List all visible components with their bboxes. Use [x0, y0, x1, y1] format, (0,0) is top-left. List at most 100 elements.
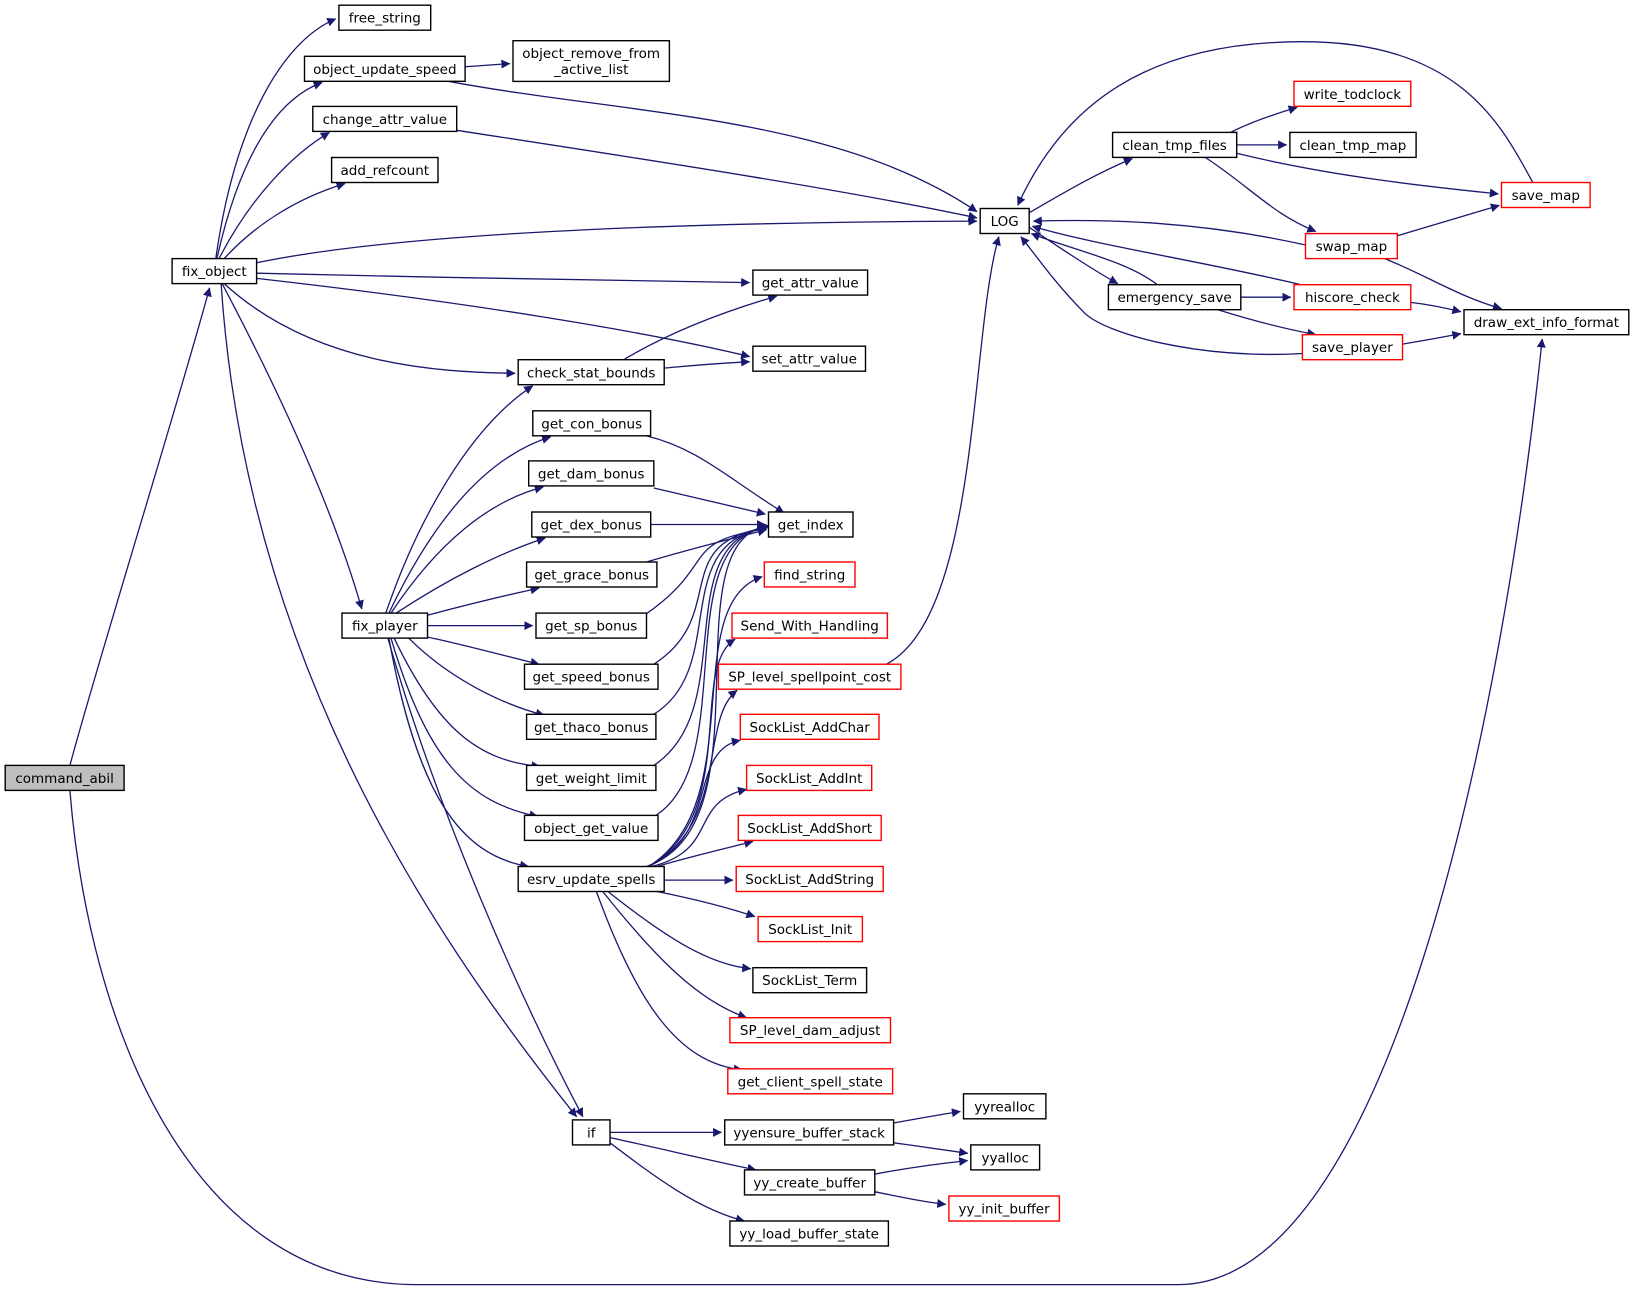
node-swap-map[interactable]: swap_map	[1304, 232, 1399, 260]
node-box	[962, 1093, 1047, 1120]
edge-get_speed_bonus-to-get_index	[653, 524, 768, 665]
node-save-map[interactable]: save_map	[1500, 181, 1591, 209]
node-box	[763, 561, 856, 588]
node-clean-tmp-map[interactable]: clean_tmp_map	[1289, 131, 1417, 159]
node-get-index[interactable]: get_index	[767, 511, 854, 538]
edge-command_abil-to-fix_object	[69, 287, 212, 766]
node-label: swap_map	[1316, 239, 1388, 255]
node-box	[312, 105, 458, 133]
node-box	[1463, 309, 1630, 336]
node-label: SockList_AddShort	[747, 821, 872, 837]
node-label: fix_object	[182, 264, 247, 280]
node-get-dex-bonus[interactable]: get_dex_bonus	[531, 511, 652, 538]
node-find-string[interactable]: find_string	[763, 561, 856, 588]
edge-object_update_speed-to-object_remove_from_active_list	[465, 59, 511, 69]
node-label: write_todclock	[1304, 87, 1402, 103]
node-sp-level-dam-adjust[interactable]: SP_level_dam_adjust	[729, 1017, 892, 1044]
edge-fix_player-to-object_get_value	[390, 638, 539, 820]
node-label: get_sp_bonus	[545, 619, 637, 635]
node-socklist-term[interactable]: SockList_Term	[752, 967, 868, 994]
edge-fix_object-to-get_attr_value	[256, 272, 751, 287]
node-box	[729, 1017, 892, 1044]
node-draw-ext-info-format[interactable]: draw_ext_info_format	[1463, 309, 1630, 336]
node-get-weight-limit[interactable]: get_weight_limit	[525, 764, 657, 792]
node-get-sp-bonus[interactable]: get_sp_bonus	[535, 612, 648, 639]
edge-clean_tmp_files-to-save_map	[1236, 152, 1499, 198]
node-label: object_update_speed	[313, 62, 456, 78]
node-box	[752, 967, 868, 994]
node-yyalloc[interactable]: yyalloc	[970, 1144, 1041, 1171]
node-box	[1107, 284, 1242, 311]
node-get-speed-bonus[interactable]: get_speed_bonus	[523, 663, 659, 690]
edge-command_abil-to-draw_ext_info_format	[69, 338, 1546, 1286]
edge-get_thaco_bonus-to-get_index	[653, 524, 768, 715]
node-box	[338, 4, 432, 31]
edge-yyensure_buffer_stack-to-yyrealloc	[893, 1108, 961, 1124]
node-get-thaco-bonus[interactable]: get_thaco_bonus	[525, 713, 657, 740]
node-socklist-addstring[interactable]: SockList_AddString	[735, 865, 884, 893]
node-sp-level-spellpoint-cost[interactable]: SP_level_spellpoint_cost	[717, 663, 902, 690]
node-object-update-speed[interactable]: object_update_speed	[303, 55, 466, 82]
edge-get_grace_bonus-to-get_index	[646, 527, 767, 563]
node-emergency-save[interactable]: emergency_save	[1107, 284, 1242, 311]
node-get-attr-value[interactable]: get_attr_value	[752, 269, 869, 296]
edge-object_get_value-to-get_index	[655, 523, 769, 816]
edge-clean_tmp_files-to-swap_map	[1205, 156, 1317, 233]
node-get-dam-bonus[interactable]: get_dam_bonus	[528, 460, 655, 487]
edge-esrv_update_spells-to-SockList_AddInt	[651, 786, 748, 868]
node-send-with-handling[interactable]: Send_With_Handling	[731, 612, 889, 639]
node-object-get-value[interactable]: object_get_value	[523, 814, 659, 842]
node-yyensure-buffer-stack[interactable]: yyensure_buffer_stack	[724, 1119, 895, 1146]
node-command-abil[interactable]: command_abil	[4, 764, 125, 792]
node-clean-tmp-files[interactable]: clean_tmp_files	[1111, 131, 1238, 159]
node-get-grace-bonus[interactable]: get_grace_bonus	[525, 561, 658, 588]
node-label: set_attr_value	[761, 352, 856, 368]
node-box	[717, 663, 902, 690]
node-label: yyrealloc	[974, 1099, 1035, 1115]
node-box	[523, 663, 659, 690]
node-if[interactable]: if	[571, 1119, 611, 1146]
node-yy-load-buffer-state[interactable]: yy_load_buffer_state	[729, 1220, 890, 1247]
node-hiscore-check[interactable]: hiscore_check	[1293, 284, 1412, 311]
node-yyrealloc[interactable]: yyrealloc	[962, 1093, 1047, 1120]
node-label: get_thaco_bonus	[534, 720, 648, 736]
node-box	[745, 764, 873, 792]
edge-clean_tmp_files-to-write_todclock	[1230, 105, 1298, 133]
edge-save_map-to-LOG	[1017, 41, 1534, 206]
node-yy-create-buffer[interactable]: yy_create_buffer	[743, 1169, 876, 1196]
edge-if-to-yy_create_buffer	[609, 1136, 757, 1173]
node-label: SockList_AddChar	[750, 720, 871, 736]
node-socklist-init[interactable]: SockList_Init	[757, 915, 864, 943]
node-socklist-addshort[interactable]: SockList_AddShort	[737, 814, 882, 842]
node-label: Send_With_Handling	[741, 619, 879, 635]
node-label: object_remove_from	[522, 46, 660, 62]
node-add-refcount[interactable]: add_refcount	[330, 156, 439, 184]
node-change-attr-value[interactable]: change_attr_value	[312, 105, 458, 133]
node-log[interactable]: LOG	[979, 207, 1030, 235]
node-write-todclock[interactable]: write_todclock	[1293, 80, 1412, 108]
node-box	[528, 460, 655, 487]
edge-LOG-to-clean_tmp_files	[1028, 157, 1133, 214]
node-box	[1289, 131, 1417, 159]
node-label: add_refcount	[341, 163, 430, 179]
node-esrv-update-spells[interactable]: esrv_update_spells	[517, 865, 665, 893]
node-get-client-spell-state[interactable]: get_client_spell_state	[727, 1068, 894, 1095]
node-check-stat-bounds[interactable]: check_stat_bounds	[517, 359, 665, 386]
node-get-con-bonus[interactable]: get_con_bonus	[532, 410, 652, 437]
node-socklist-addchar[interactable]: SockList_AddChar	[739, 713, 880, 740]
node-label: get_dam_bonus	[538, 466, 645, 482]
node-label: command_abil	[15, 771, 113, 787]
node-label: clean_tmp_map	[1299, 138, 1406, 154]
node-box	[535, 612, 648, 639]
node-object-remove-from-active-list[interactable]: object_remove_from_active_list	[512, 40, 671, 83]
node-yy-init-buffer[interactable]: yy_init_buffer	[948, 1195, 1061, 1222]
node-fix-player[interactable]: fix_player	[341, 612, 429, 639]
node-free-string[interactable]: free_string	[338, 4, 432, 31]
node-socklist-addint[interactable]: SockList_AddInt	[745, 764, 873, 792]
node-fix-object[interactable]: fix_object	[171, 257, 258, 285]
node-set-attr-value[interactable]: set_attr_value	[752, 345, 867, 372]
edge-fix_player-to-if	[387, 638, 584, 1118]
node-save-player[interactable]: save_player	[1301, 334, 1404, 361]
node-box	[727, 1068, 894, 1095]
edge-check_stat_bounds-to-set_attr_value	[664, 357, 751, 369]
